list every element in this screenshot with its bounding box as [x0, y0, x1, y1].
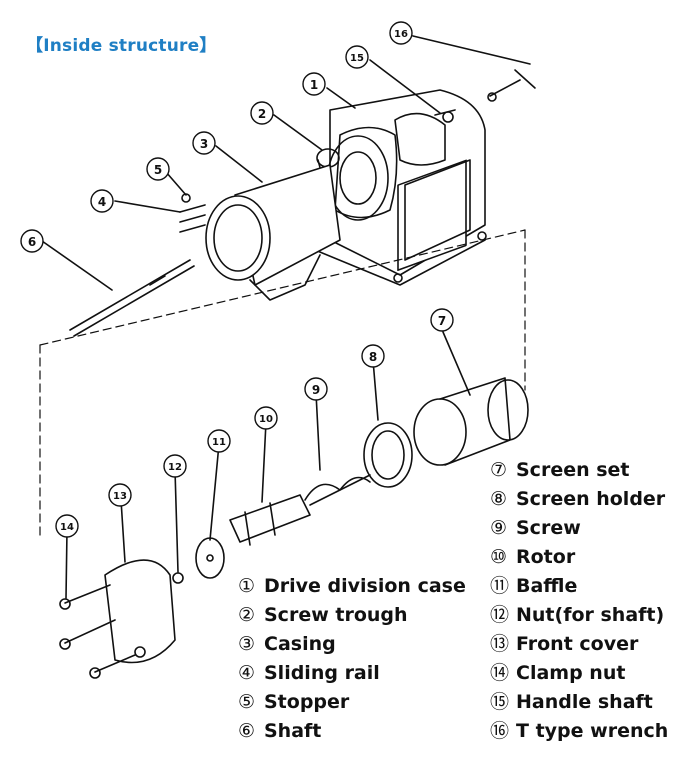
- drive-division-case-part: [314, 89, 487, 286]
- svg-text:13: 13: [113, 491, 127, 502]
- callout-6: 6: [20, 229, 44, 253]
- svg-text:6: 6: [28, 235, 36, 249]
- handle-shaft-part: [434, 109, 456, 123]
- svg-text:16: 16: [394, 29, 408, 40]
- svg-text:2: 2: [258, 107, 266, 121]
- svg-text:1: 1: [310, 78, 318, 92]
- nut-for-shaft-part: [172, 572, 184, 584]
- svg-text:8: 8: [369, 350, 377, 364]
- svg-text:9: 9: [312, 383, 320, 397]
- callout-7: 7: [430, 308, 454, 332]
- svg-text:4: 4: [98, 195, 106, 209]
- callout-9: 9: [304, 377, 328, 401]
- screen-holder-part: [363, 422, 413, 488]
- callout-10: 10: [254, 406, 278, 430]
- svg-text:12: 12: [168, 462, 182, 473]
- callout-15: 15: [345, 45, 369, 69]
- svg-text:7: 7: [438, 314, 446, 328]
- callout-16: 16: [389, 21, 413, 45]
- callout-13: 13: [108, 483, 132, 507]
- svg-text:11: 11: [212, 437, 226, 448]
- baffle-part: [195, 537, 225, 579]
- callout-5: 5: [146, 157, 170, 181]
- front-cover-part: [104, 559, 176, 664]
- svg-text:14: 14: [60, 522, 74, 533]
- callout-12: 12: [163, 454, 187, 478]
- svg-text:15: 15: [350, 53, 364, 64]
- rotor-part: [229, 494, 311, 546]
- svg-text:3: 3: [200, 137, 208, 151]
- clamp-nut-part: [59, 584, 136, 679]
- callout-1: 1: [302, 72, 326, 96]
- svg-text:10: 10: [259, 414, 273, 425]
- callout-2: 2: [250, 101, 274, 125]
- screw-part: [304, 474, 371, 506]
- t-type-wrench-part: [487, 69, 536, 102]
- casing-part: [205, 164, 341, 301]
- screen-set-part: [413, 377, 529, 466]
- sliding-rail-part: [179, 204, 206, 233]
- callout-4: 4: [90, 189, 114, 213]
- callout-11: 11: [207, 429, 231, 453]
- svg-text:5: 5: [154, 163, 162, 177]
- callout-3: 3: [192, 131, 216, 155]
- shaft-part: [69, 259, 195, 337]
- diagram-title: 【Inside structure】: [26, 36, 217, 56]
- callout-8: 8: [361, 344, 385, 368]
- callout-14: 14: [55, 514, 79, 538]
